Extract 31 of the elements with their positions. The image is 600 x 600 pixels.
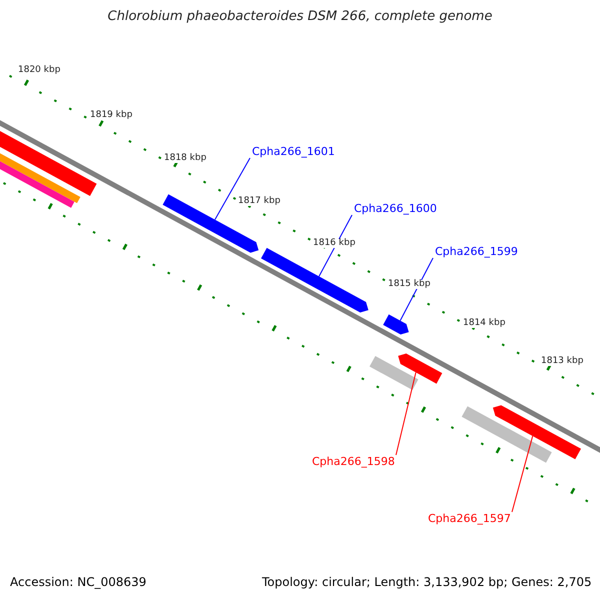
leader-line	[512, 436, 534, 512]
scale-label: 1816 kbp	[313, 239, 356, 248]
gene-bar	[398, 354, 442, 384]
scale-label: 1818 kbp	[164, 154, 206, 163]
leader-line	[400, 258, 434, 322]
footer-text: Topology: circular; Length: 3,133,902 bp; Genes: 2,705	[262, 576, 592, 588]
feature-bar	[370, 356, 418, 390]
scale-label: 1819 kbp	[90, 111, 132, 120]
gene-bar	[492, 405, 581, 460]
gene-label: Cpha266_1599	[435, 246, 518, 257]
scale-label: 1815 kbp	[388, 280, 430, 289]
scale-label: 1820 kbp	[18, 66, 60, 75]
gene-label: Cpha266_1601	[252, 146, 335, 157]
leader-line	[318, 214, 352, 277]
feature-bar	[0, 131, 97, 196]
title: Chlorobium phaeobacteroides DSM 266, complete genome	[106, 10, 494, 23]
scale-label: 1817 kbp	[238, 197, 280, 206]
gene-label: Cpha266_1600	[354, 203, 437, 214]
gene-bar	[261, 248, 368, 312]
leader-line	[214, 158, 250, 220]
feature-bar	[0, 161, 74, 208]
scale-label: 1813 kbp	[541, 357, 584, 366]
scale-label: 1814 kbp	[463, 319, 506, 328]
leader-line	[396, 372, 416, 456]
gene-label: Cpha266_1598	[312, 456, 395, 467]
footer-text: Accession: NC_008639	[10, 576, 146, 588]
gene-bar	[383, 314, 409, 334]
feature-bar	[462, 406, 552, 463]
gene-bar	[162, 194, 259, 253]
gene-label: Cpha266_1597	[428, 513, 511, 524]
feature-bar	[0, 153, 80, 204]
